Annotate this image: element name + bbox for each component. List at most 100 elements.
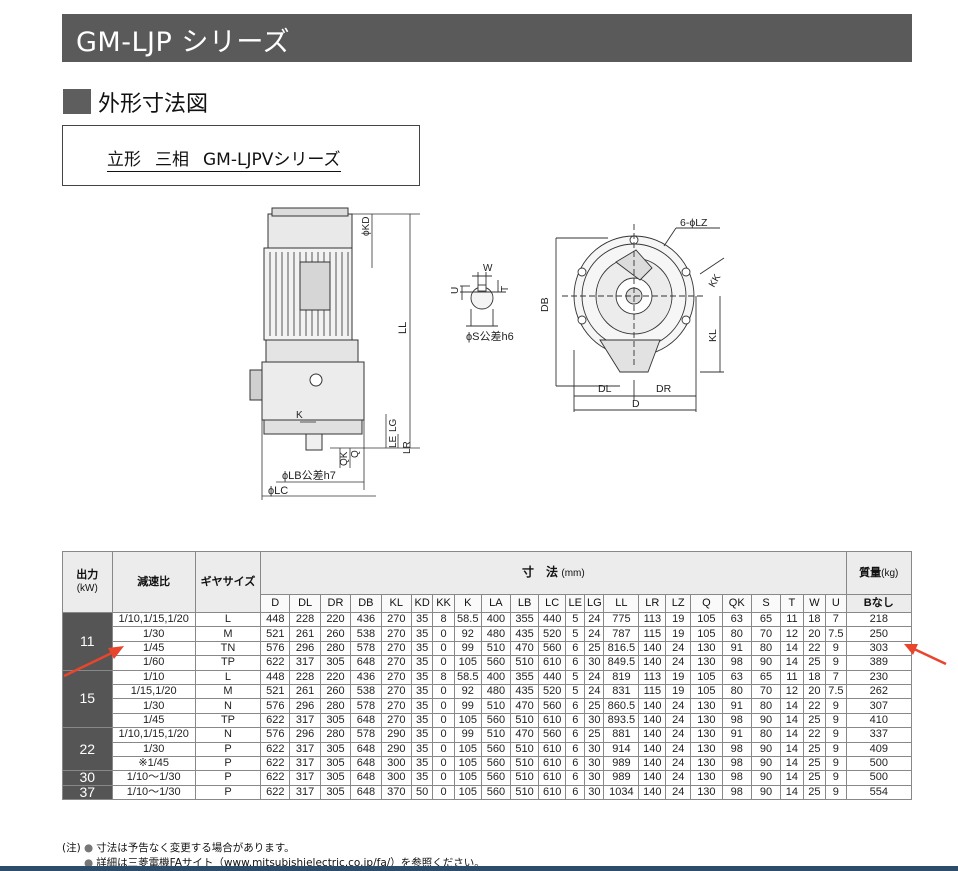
dim-cell-ll: 893.5 bbox=[603, 712, 640, 729]
dim-cell-d: 622 bbox=[260, 770, 291, 786]
dim-cell-t: 14 bbox=[780, 712, 804, 729]
dim-cell-dl: 261 bbox=[289, 683, 321, 700]
dim-cell-ll: 787 bbox=[603, 626, 640, 642]
dim-cell-q: 105 bbox=[690, 683, 723, 700]
dim-cell-db: 648 bbox=[350, 741, 382, 757]
mass-cell: 337 bbox=[845, 727, 913, 743]
dim-cell-lg: 30 bbox=[584, 770, 605, 786]
series-title-bar: GM-LJP シリーズ bbox=[62, 14, 912, 62]
col-header-lz: LZ bbox=[665, 594, 692, 613]
dim-cell-kl: 300 bbox=[380, 755, 412, 772]
dim-cell-lb: 355 bbox=[510, 669, 540, 685]
dim-cell-q: 130 bbox=[690, 727, 723, 743]
dim-cell-dl: 317 bbox=[289, 741, 321, 757]
dim-cell-k: 92 bbox=[453, 626, 482, 642]
col-header-lr: LR bbox=[638, 594, 667, 613]
mass-cell: 500 bbox=[845, 770, 913, 786]
col-header-le: LE bbox=[565, 594, 586, 613]
dim-cell-lr: 113 bbox=[638, 669, 667, 685]
dim-cell-w: 25 bbox=[802, 712, 827, 729]
header-output: 出力(kW) bbox=[62, 551, 113, 613]
col-header-q: Q bbox=[690, 594, 723, 613]
mass-cell: 500 bbox=[845, 755, 913, 772]
dim-cell-lr: 113 bbox=[638, 611, 667, 628]
dim-cell-lz: 24 bbox=[665, 698, 692, 714]
dim-cell-db: 578 bbox=[350, 727, 382, 743]
dim-cell-la: 560 bbox=[480, 755, 512, 772]
dim-cell-q: 130 bbox=[690, 698, 723, 714]
col-header-dr: DR bbox=[319, 594, 352, 613]
dim-cell-dl: 317 bbox=[289, 784, 321, 801]
dim-cell-d: 622 bbox=[260, 784, 291, 801]
dim-cell-q: 130 bbox=[690, 784, 723, 801]
dim-cell-dr: 305 bbox=[319, 770, 352, 786]
dim-cell-kl: 370 bbox=[380, 784, 412, 801]
dim-cell-kd: 35 bbox=[410, 727, 434, 743]
dim-cell-lb: 470 bbox=[510, 727, 540, 743]
dim-cell-la: 480 bbox=[480, 626, 512, 642]
ratio-cell: 1/45 bbox=[111, 712, 196, 729]
dim-cell-w: 20 bbox=[802, 626, 827, 642]
label-q: Q bbox=[350, 450, 361, 458]
dim-cell-dl: 261 bbox=[289, 626, 321, 642]
dim-cell-le: 6 bbox=[565, 698, 586, 714]
ratio-cell: 1/15,1/20 bbox=[111, 683, 196, 700]
dim-cell-lg: 24 bbox=[584, 626, 605, 642]
dim-cell-t: 14 bbox=[780, 698, 804, 714]
dim-cell-w: 25 bbox=[802, 770, 827, 786]
dimension-drawing: ϕKD LL LG LE LR K QK Q ϕLB公差h7 ϕLC U W T… bbox=[249, 207, 725, 500]
dim-cell-k: 105 bbox=[453, 770, 482, 786]
mass-cell: 303 bbox=[845, 640, 913, 657]
dim-cell-u: 7.5 bbox=[825, 626, 847, 642]
dim-cell-lz: 24 bbox=[665, 784, 692, 801]
dim-cell-lg: 30 bbox=[584, 741, 605, 757]
dim-cell-kk: 0 bbox=[432, 683, 455, 700]
dim-cell-kl: 270 bbox=[380, 669, 412, 685]
dim-cell-qk: 91 bbox=[721, 698, 752, 714]
dim-cell-db: 578 bbox=[350, 640, 382, 657]
dim-cell-db: 578 bbox=[350, 698, 382, 714]
dim-cell-w: 25 bbox=[802, 755, 827, 772]
dim-cell-dl: 296 bbox=[289, 698, 321, 714]
dim-cell-le: 5 bbox=[565, 626, 586, 642]
dim-cell-ll: 1034 bbox=[603, 784, 640, 801]
dim-cell-dr: 305 bbox=[319, 784, 352, 801]
dim-cell-kd: 35 bbox=[410, 640, 434, 657]
dim-cell-lz: 24 bbox=[665, 640, 692, 657]
dim-cell-s: 80 bbox=[750, 698, 782, 714]
dim-cell-w: 22 bbox=[802, 727, 827, 743]
dim-cell-lr: 140 bbox=[638, 712, 667, 729]
dim-cell-t: 11 bbox=[780, 611, 804, 628]
dim-cell-u: 9 bbox=[825, 712, 847, 729]
dim-cell-lz: 19 bbox=[665, 683, 692, 700]
dim-cell-db: 648 bbox=[350, 655, 382, 671]
dim-cell-lr: 140 bbox=[638, 640, 667, 657]
mass-cell: 554 bbox=[845, 784, 913, 801]
dim-cell-le: 6 bbox=[565, 712, 586, 729]
dim-cell-qk: 98 bbox=[721, 741, 752, 757]
dim-cell-kl: 270 bbox=[380, 611, 412, 628]
col-header-t: T bbox=[780, 594, 804, 613]
dim-cell-kl: 270 bbox=[380, 698, 412, 714]
dim-cell-q: 130 bbox=[690, 712, 723, 729]
label-le: LE bbox=[388, 435, 399, 448]
dim-cell-k: 105 bbox=[453, 784, 482, 801]
label-dr: DR bbox=[656, 383, 672, 395]
gear-cell: P bbox=[194, 784, 262, 801]
dim-cell-u: 7.5 bbox=[825, 683, 847, 700]
dim-cell-u: 9 bbox=[825, 640, 847, 657]
dim-cell-le: 6 bbox=[565, 784, 586, 801]
dim-cell-qk: 63 bbox=[721, 611, 752, 628]
dim-cell-d: 576 bbox=[260, 698, 291, 714]
dim-cell-lc: 520 bbox=[538, 626, 567, 642]
dim-cell-k: 99 bbox=[453, 698, 482, 714]
dim-cell-w: 22 bbox=[802, 640, 827, 657]
col-header-dl: DL bbox=[289, 594, 321, 613]
dim-cell-d: 521 bbox=[260, 683, 291, 700]
